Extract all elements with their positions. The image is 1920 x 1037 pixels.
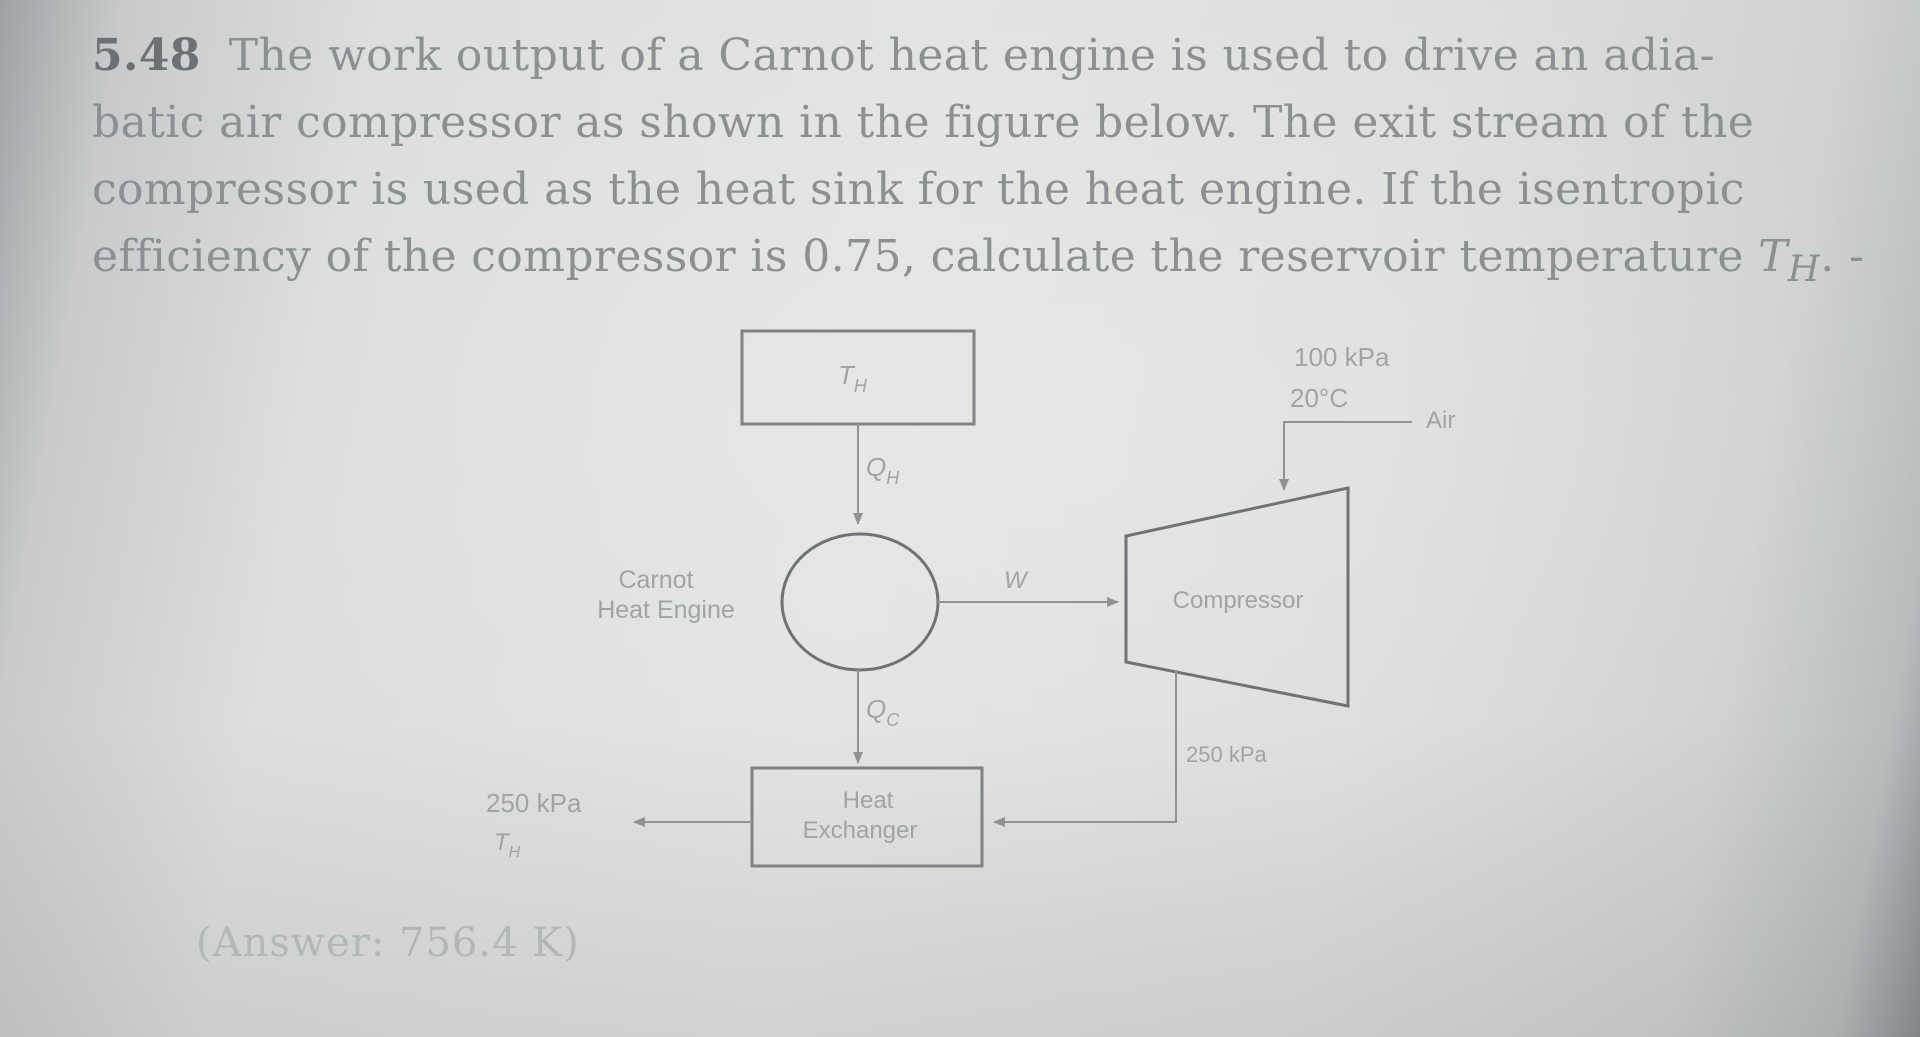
compressor-label: Compressor xyxy=(1173,587,1304,614)
problem-line-2: batic air compressor as shown in the fig… xyxy=(92,97,1755,148)
heat-exchanger-label-1: Heat xyxy=(843,787,894,814)
carnot-engine-circle xyxy=(780,532,940,672)
problem-line-4: efficiency of the compressor is 0.75, ca… xyxy=(92,231,1865,290)
compressor-exit-line xyxy=(993,670,1177,827)
heat-exchanger-box xyxy=(750,766,984,868)
outlet-pressure-label: 250 kPa xyxy=(486,788,582,818)
reservoir-temperature-symbol: TH xyxy=(1758,231,1821,290)
compressor-shape xyxy=(1124,486,1350,708)
inlet-fluid-label: Air xyxy=(1426,407,1455,434)
work-label: W xyxy=(1004,567,1029,594)
problem-line-3: compressor is used as the heat sink for … xyxy=(92,164,1745,215)
inlet-pressure-label: 100 kPa xyxy=(1294,342,1390,372)
heat-exchanger-label-2: Exchanger xyxy=(803,817,918,844)
engine-label-1: Carnot xyxy=(618,566,693,594)
air-inlet-line xyxy=(1279,421,1412,491)
problem-number: 5.48 xyxy=(92,30,201,81)
compressor-exit-pressure-label: 250 kPa xyxy=(1186,742,1267,767)
inlet-temperature-label: 20°C xyxy=(1290,383,1348,413)
reservoir-label: TH xyxy=(838,360,868,396)
qc-label: QC xyxy=(866,694,900,730)
engine-label-2: Heat Engine xyxy=(597,596,735,624)
outlet-temperature-label: TH xyxy=(494,829,521,861)
qh-label: QH xyxy=(866,452,900,488)
answer-text: (Answer: 756.4 K) xyxy=(196,920,580,966)
